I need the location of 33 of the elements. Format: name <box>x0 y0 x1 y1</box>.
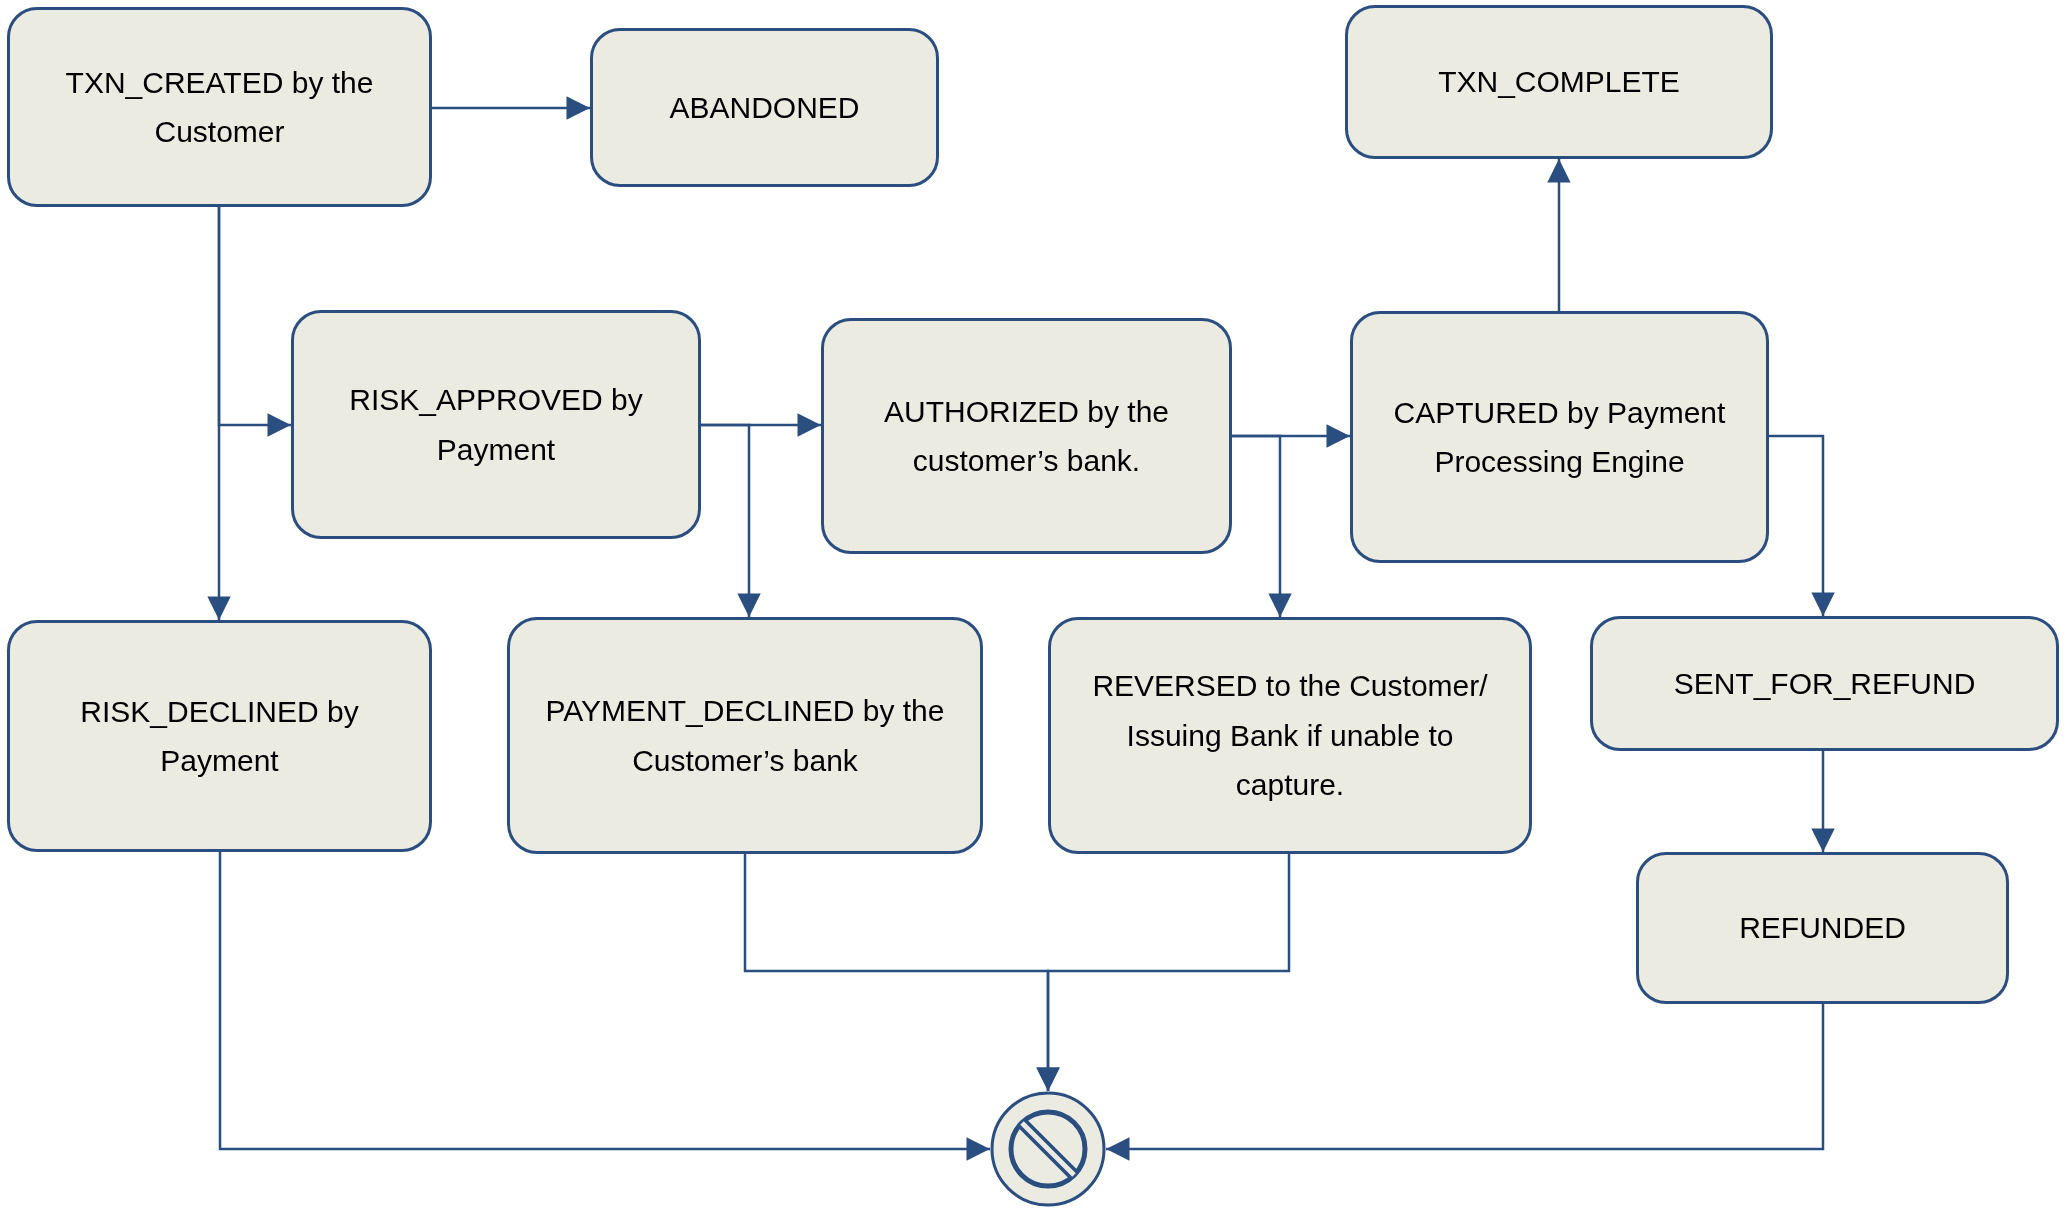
arrow <box>218 852 990 1161</box>
arrow <box>1547 159 1571 311</box>
arrow <box>1811 751 1835 852</box>
end-state-circle <box>990 1091 1106 1207</box>
state-label: RISK_DECLINED by Payment <box>79 693 360 779</box>
arrow <box>1232 434 1292 617</box>
state-box <box>590 28 939 187</box>
state-label: TXN_CREATED by the Customer <box>64 64 375 150</box>
arrow <box>701 423 761 617</box>
state-box <box>1048 617 1532 854</box>
state-box <box>1350 311 1769 563</box>
state-box <box>7 620 432 852</box>
state-box <box>1636 852 2009 1004</box>
state-label: RISK_APPROVED by Payment <box>348 382 644 468</box>
state-label: ABANDONED <box>669 89 860 126</box>
state-box <box>507 617 983 854</box>
state-label: SENT_FOR_REFUND <box>1673 665 1976 702</box>
state-box <box>7 7 432 207</box>
state-label: AUTHORIZED by the customer’s bank. <box>882 393 1171 479</box>
state-box <box>1345 5 1773 159</box>
state-label: REFUNDED <box>1739 910 1906 947</box>
state-label: REVERSED to the Customer/ Issuing Bank if unable to capture. <box>1091 668 1489 804</box>
arrow <box>1106 1004 1825 1161</box>
arrow <box>207 207 231 620</box>
arrow <box>1036 854 1291 1091</box>
state-label: TXN_COMPLETE <box>1438 64 1680 101</box>
arrow <box>1769 434 1835 616</box>
state-box <box>1590 616 2059 751</box>
state-label: PAYMENT_DECLINED by the Customer’s bank <box>544 693 946 779</box>
state-box <box>291 310 701 539</box>
state-box <box>821 318 1232 554</box>
arrow <box>432 96 590 120</box>
state-label: CAPTURED by Payment Processing Engine <box>1392 394 1727 480</box>
